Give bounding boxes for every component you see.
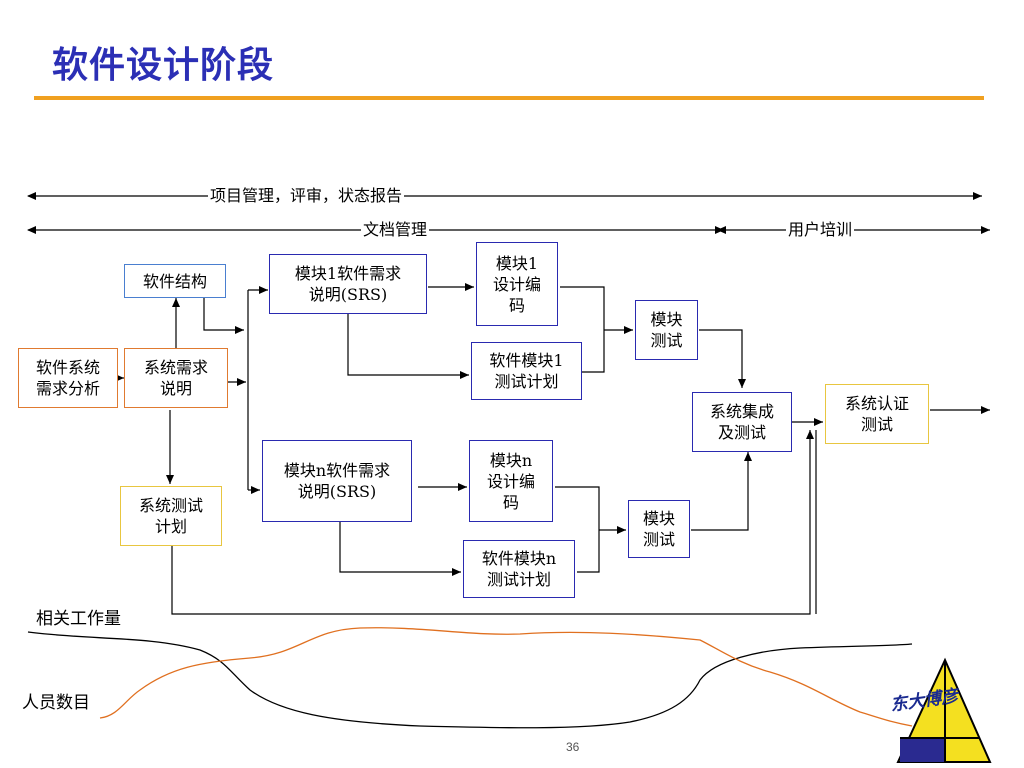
modulen-design-box: 模块n 设计编 码 <box>469 440 553 522</box>
workload-label: 相关工作量 <box>36 609 121 629</box>
modulen-test-plan-box: 软件模块n 测试计划 <box>463 540 575 598</box>
logo-graphic <box>896 657 992 763</box>
system-requirements-box: 系统需求 说明 <box>124 348 228 408</box>
page-number: 36 <box>566 740 580 754</box>
doc-mgmt-label: 文档管理 <box>361 220 430 240</box>
title-underline <box>34 96 984 100</box>
page-title: 软件设计阶段 <box>52 45 275 86</box>
modulen-test-box: 模块 测试 <box>628 500 690 558</box>
user-training-label: 用户培训 <box>786 220 855 240</box>
integration-box: 系统集成 及测试 <box>692 392 792 452</box>
module1-srs-box: 模块1软件需求 说明(SRS) <box>269 254 427 314</box>
requirements-analysis-box: 软件系统 需求分析 <box>18 348 118 408</box>
project-mgmt-label: 项目管理，评审，状态报告 <box>208 186 405 206</box>
module1-test-plan-box: 软件模块1 测试计划 <box>471 342 582 400</box>
module1-design-box: 模块1 设计编 码 <box>476 242 558 326</box>
system-test-plan-box: 系统测试 计划 <box>120 486 222 546</box>
modulen-srs-box: 模块n软件需求 说明(SRS) <box>262 440 412 522</box>
workload-curve <box>27 631 913 729</box>
certification-box: 系统认证 测试 <box>825 384 929 444</box>
staff-count-label: 人员数目 <box>22 693 90 713</box>
software-structure-box: 软件结构 <box>124 264 226 298</box>
module1-test-box: 模块 测试 <box>635 300 698 360</box>
staff-curve <box>99 627 913 727</box>
